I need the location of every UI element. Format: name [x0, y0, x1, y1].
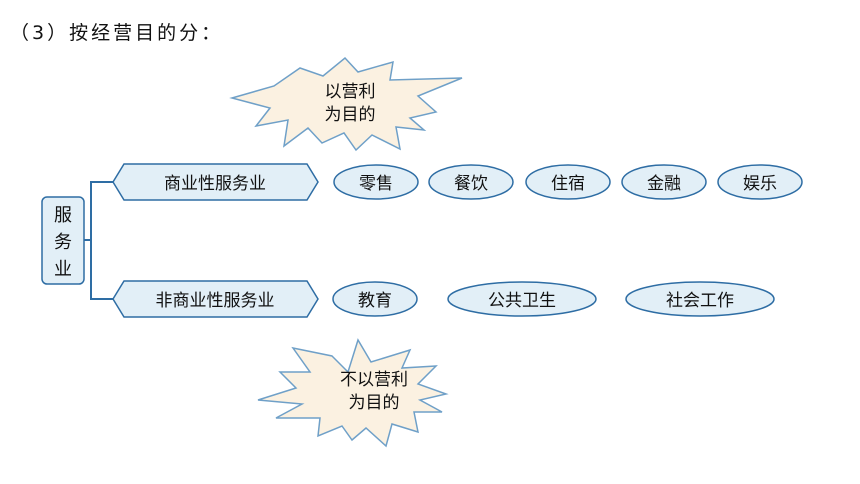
- connector-bracket: [84, 181, 113, 300]
- leaf-finance: 金融: [621, 164, 707, 200]
- branch-noncommercial: 非商业性服务业: [112, 280, 319, 318]
- leaf-social-work: 社会工作: [625, 281, 775, 317]
- leaf-catering-label: 餐饮: [454, 174, 488, 194]
- section-heading: （3）按经营目的分：: [10, 22, 224, 44]
- root-char-1: 服: [54, 205, 72, 226]
- callout-profit-line1: 以营利: [325, 82, 376, 102]
- leaf-finance-label: 金融: [647, 174, 681, 194]
- leaf-retail-label: 零售: [359, 174, 393, 194]
- leaf-public-health-label: 公共卫生: [488, 291, 556, 311]
- branch-commercial-shape: [112, 163, 319, 201]
- root-node-services: 服 务 业: [41, 196, 85, 285]
- leaf-education: 教育: [332, 281, 418, 317]
- branch-noncommercial-shape: [112, 280, 319, 318]
- callout-profit: 以营利 为目的: [229, 56, 463, 152]
- leaf-education-label: 教育: [358, 291, 392, 311]
- leaf-catering: 餐饮: [428, 164, 514, 200]
- callout-nonprofit-line2: 为目的: [349, 393, 400, 413]
- branch-commercial-label: 商业性服务业: [164, 174, 266, 194]
- callout-nonprofit: 不以营利 为目的: [257, 338, 449, 448]
- branch-commercial: 商业性服务业: [112, 163, 319, 201]
- leaf-retail: 零售: [333, 164, 419, 200]
- leaf-social-work-label: 社会工作: [666, 291, 734, 311]
- callout-nonprofit-line1: 不以营利: [340, 370, 408, 390]
- leaf-entertainment: 娱乐: [717, 164, 803, 200]
- leaf-lodging: 住宿: [525, 164, 611, 200]
- leaf-public-health: 公共卫生: [447, 281, 597, 317]
- starburst-shape: [229, 56, 463, 152]
- leaf-lodging-label: 住宿: [551, 174, 585, 194]
- leaf-entertainment-label: 娱乐: [743, 174, 777, 194]
- branch-noncommercial-label: 非商业性服务业: [156, 291, 275, 311]
- root-char-3: 业: [54, 259, 72, 280]
- callout-profit-line2: 为目的: [325, 105, 376, 125]
- root-char-2: 务: [54, 232, 72, 253]
- starburst-shape: [257, 338, 449, 448]
